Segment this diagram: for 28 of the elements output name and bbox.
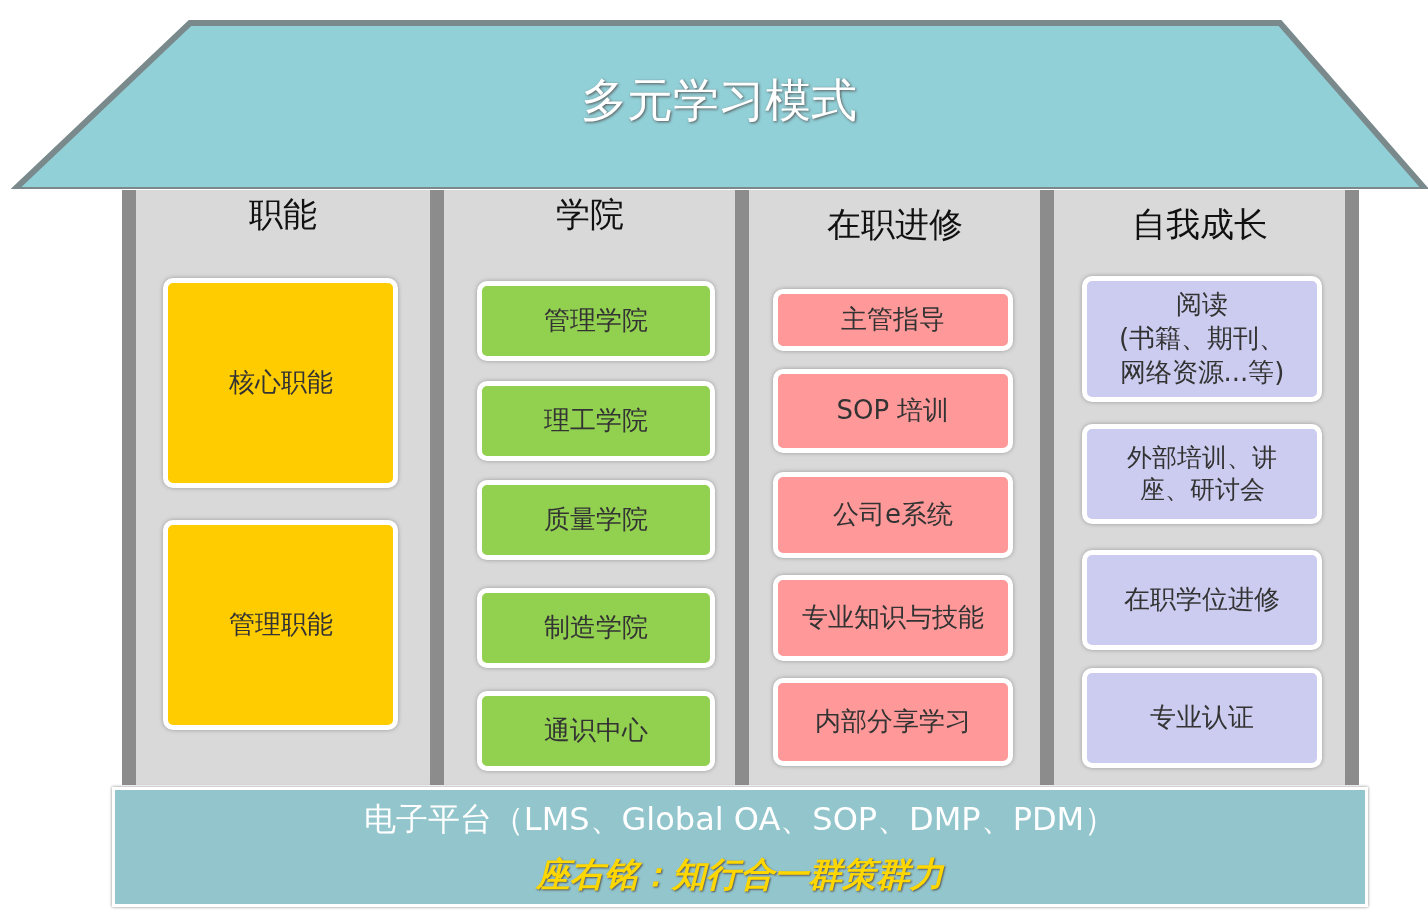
item-box: 制造学院	[477, 588, 715, 668]
item-box: 内部分享学习	[773, 678, 1013, 766]
column-heading: 自我成长	[1130, 203, 1269, 246]
item-box: 管理学院	[477, 281, 715, 361]
column-heading: 职能	[248, 193, 318, 236]
item-box: 外部培训、讲座、研讨会	[1082, 424, 1322, 524]
item-box: 专业认证	[1082, 668, 1322, 768]
item-box: 阅读 (书籍、期刊、网络资源...等)	[1082, 276, 1322, 402]
item-box: 核心职能	[163, 278, 398, 488]
item-box: 理工学院	[477, 381, 715, 461]
column-panel	[122, 190, 430, 785]
item-box: SOP 培训	[773, 369, 1013, 453]
roof-title: 多元学习模式	[580, 72, 858, 129]
item-box: 公司e系统	[773, 472, 1013, 558]
item-box: 主管指导	[773, 289, 1013, 351]
column-heading: 学院	[554, 193, 625, 236]
column-heading: 在职进修	[825, 203, 964, 246]
item-box: 专业知识与技能	[773, 575, 1013, 661]
item-box: 在职学位进修	[1082, 550, 1322, 650]
platform-text: 电子平台（LMS、Global OA、SOP、DMP、PDM）	[362, 799, 1118, 840]
column-panel	[1040, 190, 1359, 785]
item-box: 通识中心	[477, 691, 715, 771]
column-panel	[735, 190, 1040, 785]
item-box: 管理职能	[163, 520, 398, 730]
motto-text: 座右铭：知行合一群策群力	[534, 853, 946, 896]
column-panel	[430, 190, 735, 785]
item-box: 质量学院	[477, 480, 715, 560]
platform-band	[112, 787, 1368, 907]
